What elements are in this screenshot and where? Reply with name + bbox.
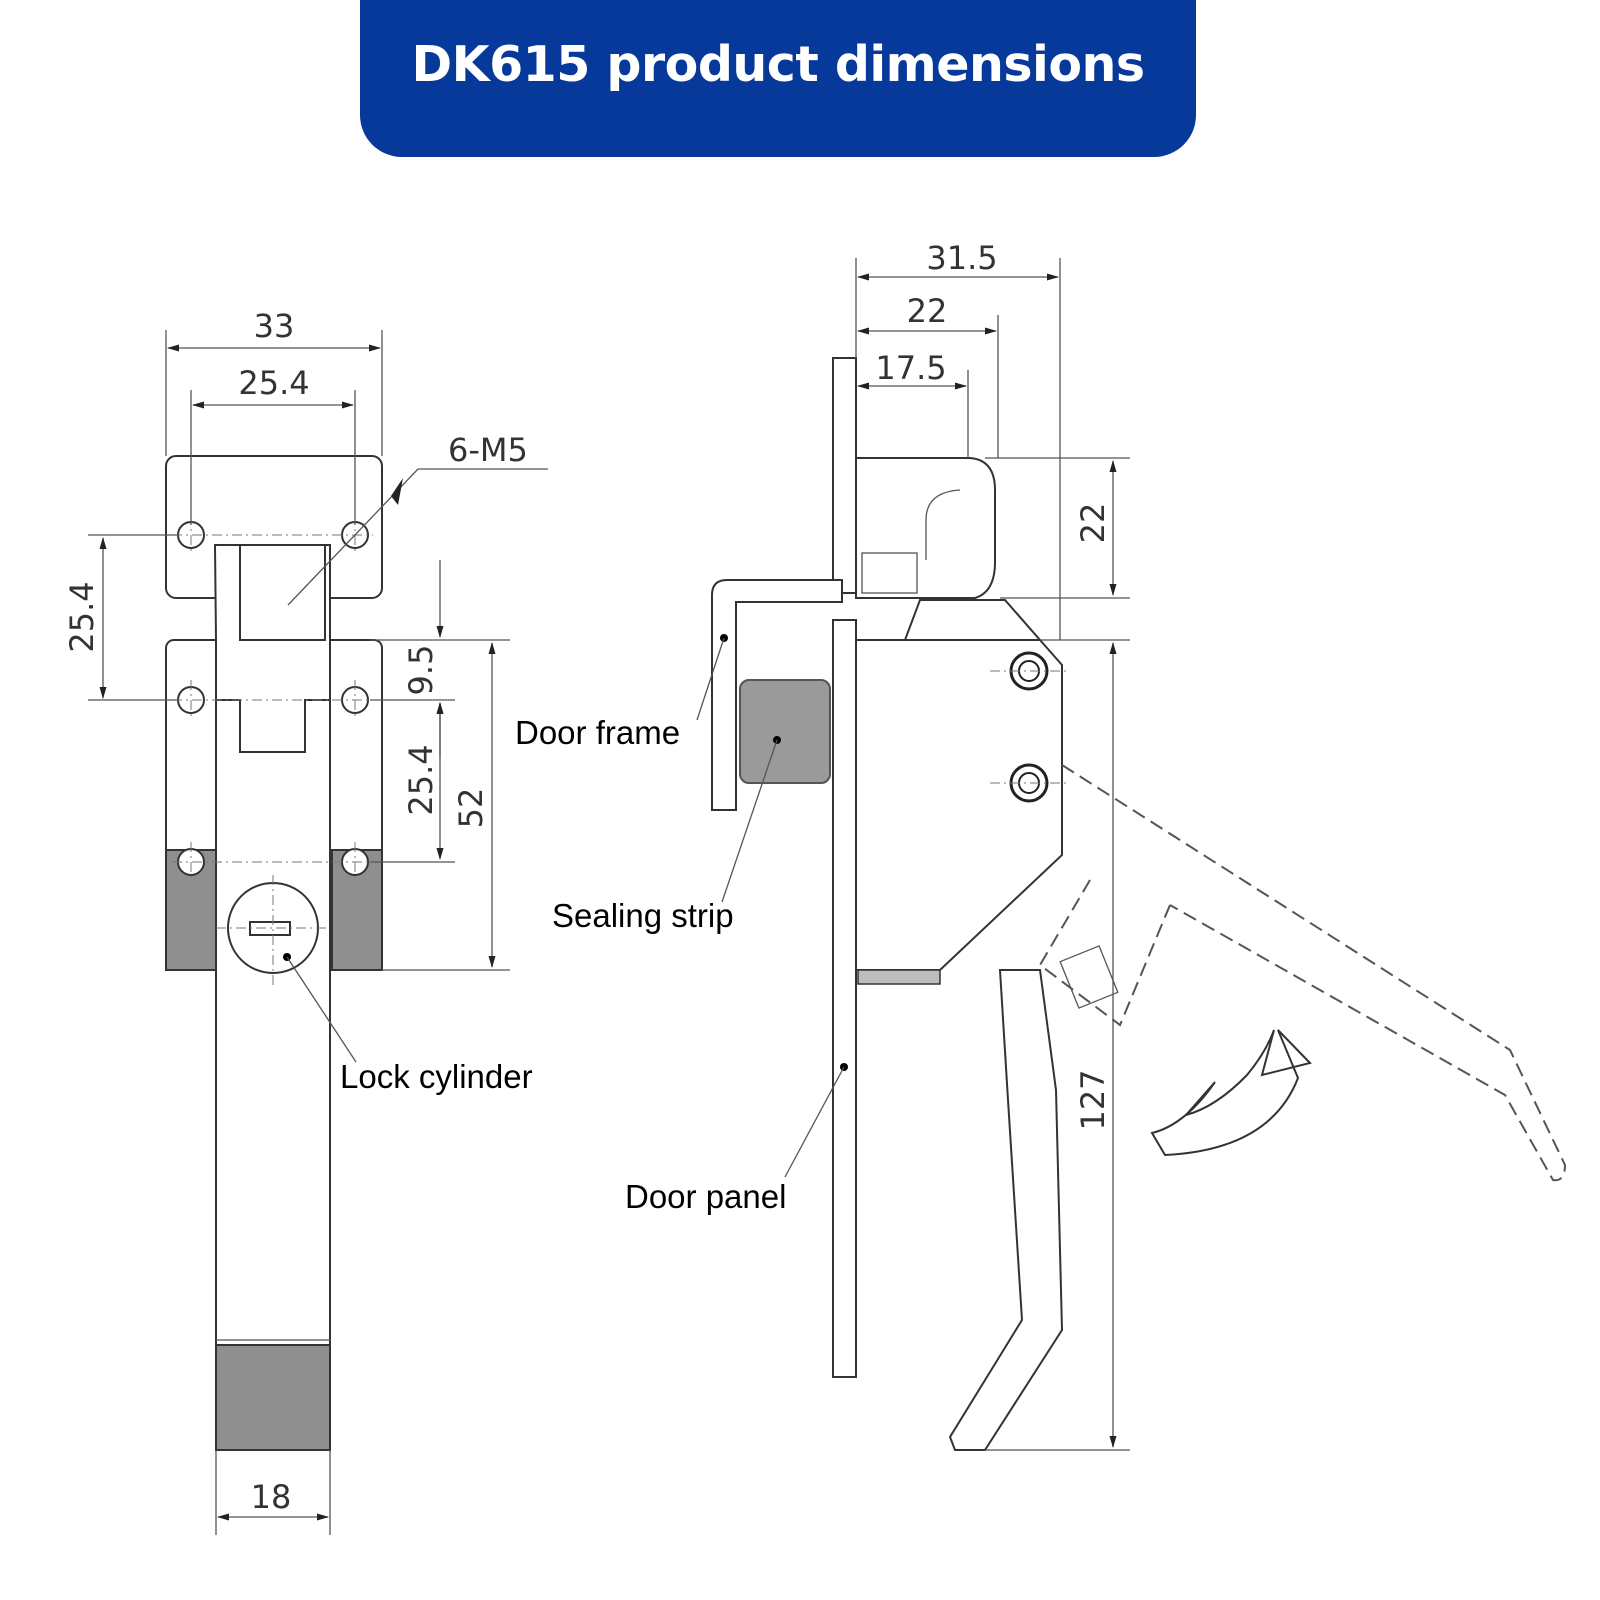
hook-plate [239, 544, 326, 641]
dim-offset: 9.5 [402, 645, 440, 696]
side-view: 31.5 22 17.5 22 127 Door frame Sealing s… [515, 239, 1567, 1451]
dim-catch-height: 22 [1074, 503, 1112, 544]
dim-hole-spacing-lower: 25.4 [402, 744, 440, 815]
dim-hole-spacing-vertical: 25.4 [63, 581, 101, 652]
thread-leader [287, 468, 548, 606]
handle-open-position [1061, 764, 1567, 1182]
dim-hole-spacing-top: 25.4 [238, 364, 309, 402]
rotation-arrow-icon [1150, 1029, 1312, 1157]
handle-grip [215, 1344, 331, 1451]
handle [948, 969, 1064, 1451]
handle-body [213, 544, 331, 1451]
door-panel [832, 619, 857, 1378]
header-banner [360, 0, 1196, 157]
dim-thread-callout: 6-M5 [448, 431, 528, 469]
leaders [696, 634, 848, 1178]
lock-cylinder-leader [286, 956, 357, 1063]
door-frame-plate [832, 357, 857, 594]
dim-handle-length: 127 [1074, 1069, 1112, 1130]
dim-depth-17-5: 17.5 [875, 349, 946, 387]
page-title: DK615 product dimensions [411, 36, 1145, 93]
catch-inner [861, 552, 918, 594]
label-door-frame: Door frame [515, 714, 680, 751]
label-lock-cylinder: Lock cylinder [340, 1058, 533, 1095]
label-door-panel: Door panel [625, 1178, 786, 1215]
sealing-strip [739, 679, 831, 784]
handle-open-pivot-block [1059, 945, 1119, 1009]
dim-overall-depth: 31.5 [926, 239, 997, 277]
latch-strip [857, 969, 941, 985]
dim-depth-22: 22 [907, 292, 948, 330]
latch-top [903, 599, 1043, 641]
dim-handle-width: 18 [251, 1478, 292, 1516]
dim-base-height: 52 [452, 788, 490, 829]
label-sealing-strip: Sealing strip [552, 897, 734, 934]
front-view: 33 25.4 6-M5 25.4 9.5 25.4 52 18 Lock cy… [63, 307, 548, 1535]
latch-screws [1009, 651, 1049, 803]
dim-overall-width: 33 [254, 307, 295, 345]
handle-open-pivot [1038, 879, 1171, 1027]
catch-hook-curve [925, 489, 961, 560]
door-frame [711, 579, 843, 811]
